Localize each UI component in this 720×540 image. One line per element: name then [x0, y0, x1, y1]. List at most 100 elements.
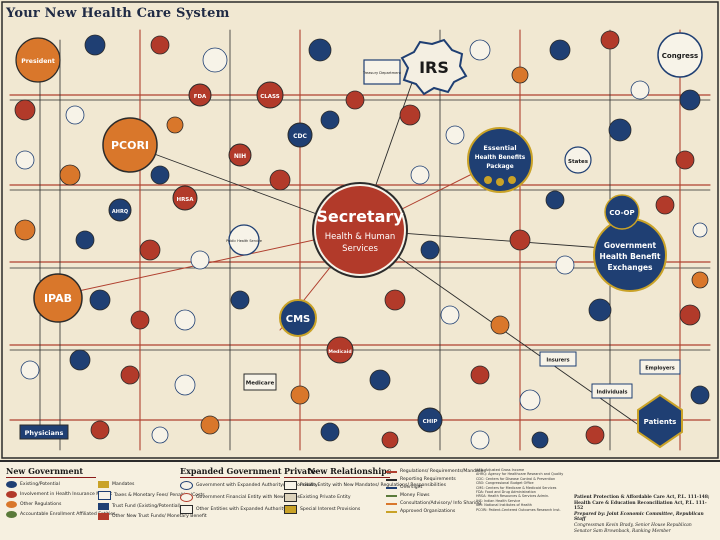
legend-swatch [180, 481, 193, 490]
minor-entity-node [190, 250, 210, 270]
legend-line-swatch [386, 486, 397, 489]
employers-label: Employers [645, 366, 674, 372]
minor-entity-node [174, 309, 196, 331]
minor-entity-node [585, 425, 605, 445]
medicare-label: Medicare [246, 381, 275, 387]
minor-entity-node [608, 118, 632, 142]
minor-entity-node [531, 431, 549, 449]
essential-line2: Health Benefits [475, 155, 526, 161]
ahrq-node[interactable]: AHRQ [108, 198, 132, 222]
legend-swatch [180, 505, 193, 514]
cms-label: CMS [286, 314, 311, 325]
legend-line-swatch [386, 478, 397, 481]
insurers-label: Insurers [546, 358, 569, 364]
legend-item: Reporting Requirements [400, 477, 456, 482]
hrsa-label: HRSA [176, 197, 194, 203]
minor-entity-node [166, 116, 184, 134]
essential-line3: Package [486, 164, 513, 170]
public-health-node[interactable]: Public Health Service [226, 224, 262, 256]
ahrq-label: AHRQ [112, 209, 128, 215]
secretary-hhs-node[interactable]: Secretary Health & Human Services [312, 182, 408, 278]
legend-item: Other Regulations [20, 502, 62, 507]
legend-abbreviations: ACA: Adjusted Gross Income AHRQ: Agency … [476, 468, 572, 512]
footnote-line1: Patient Protection & Affordable Care Act… [574, 495, 710, 500]
secretary-line3: Services [342, 244, 378, 254]
congress-node[interactable]: Congress [657, 32, 703, 78]
states-node[interactable]: States [564, 146, 592, 174]
medicare-node[interactable]: Medicare [243, 373, 277, 391]
legend-item: Consultation/Advisory/ Info Sharing [400, 501, 482, 506]
minor-entity-node [320, 422, 340, 442]
physicians-node[interactable]: Physicians [19, 424, 69, 440]
minor-entity-node [75, 230, 95, 250]
legend-item: Government Financial Entity with New Dut… [196, 495, 300, 500]
abbrev-item: HRSA: Health Resources & Services Admin. [476, 494, 550, 499]
essential-line1: Essential [483, 144, 516, 152]
nih-node[interactable]: NIH [228, 143, 252, 167]
legend-swatch [6, 511, 17, 518]
co-op-label: CO-OP [609, 209, 634, 217]
pcori-node[interactable]: PCORI [102, 117, 158, 173]
medicaid-label: Medicaid [328, 349, 351, 355]
minor-entity-node [120, 365, 140, 385]
minor-entity-node [420, 240, 440, 260]
chip-node[interactable]: CHIP [417, 407, 443, 433]
minor-entity-node [445, 125, 465, 145]
legend-line-swatch [386, 502, 397, 505]
irs-node[interactable]: IRS [400, 38, 468, 96]
legend-item: Taxes & Monetary Fees/ Penalties/Costs [114, 493, 205, 498]
legend-swatch [284, 493, 297, 502]
minor-entity-node [200, 415, 220, 435]
abbrev-item: IHS: Indian Health Service [476, 498, 521, 503]
exchanges-node[interactable]: Government Health Benefit Exchanges [593, 218, 667, 292]
legend-line-swatch [386, 470, 397, 473]
treasury-node[interactable]: Treasury Department [362, 59, 402, 85]
footnote-line4: Congressman Kevin Brady, Senior House Re… [574, 522, 692, 528]
minor-entity-node [690, 385, 710, 405]
hrsa-node[interactable]: HRSA [172, 185, 198, 211]
legend-item: Regulations/ Requirements/Mandates [400, 469, 486, 474]
minor-entity-node [69, 349, 91, 371]
medicaid-node[interactable]: Medicaid [326, 336, 354, 364]
legend-swatch [98, 491, 111, 500]
president-node[interactable]: President [15, 37, 61, 83]
ipab-node[interactable]: IPAB [33, 273, 83, 323]
minor-entity-node [381, 431, 399, 449]
minor-entity-node [519, 389, 541, 411]
relationship-lines [9, 29, 711, 451]
legend-item: Mandates [112, 482, 135, 487]
co-op-node[interactable]: CO-OP [604, 194, 640, 230]
patients-node[interactable]: Patients [637, 393, 683, 449]
secretary-line1: Secretary [316, 207, 404, 226]
minor-entity-node [130, 310, 150, 330]
minor-entity-node [14, 99, 36, 121]
minor-entity-node [470, 430, 490, 450]
insurers-node[interactable]: Insurers [539, 351, 577, 367]
minor-entity-node [549, 39, 571, 61]
employers-node[interactable]: Employers [639, 359, 681, 375]
minor-entity-node [440, 305, 460, 325]
legend-item: Existing Private Entity [300, 495, 351, 500]
minor-entity-node [679, 89, 701, 111]
minor-entity-node [59, 164, 81, 186]
individuals-node[interactable]: Individuals [591, 383, 633, 399]
treasury-label: Treasury Department [362, 71, 402, 75]
fda-node[interactable]: FDA [188, 83, 212, 107]
legend-item: Private Entity with New Mandates/ Regula… [300, 483, 446, 488]
abbrev-item: FDA: Food and Drug Administration [476, 490, 536, 495]
footnote-line5: Senator Sam Brownback, Ranking Member [574, 528, 671, 534]
class-node[interactable]: CLASS [256, 81, 284, 109]
cdc-label: CDC [293, 133, 307, 140]
abbrev-item: CBO: Congressional Budget Office [476, 481, 534, 486]
legend-swatch [6, 481, 17, 488]
minor-entity-node [202, 47, 228, 73]
minor-entity-node [269, 169, 291, 191]
minor-entity-node [470, 365, 490, 385]
essential-benefits-node[interactable]: Essential Health Benefits Package [467, 127, 533, 193]
minor-entity-node [14, 219, 36, 241]
cdc-node[interactable]: CDC [287, 122, 313, 148]
minor-entity-node [20, 360, 40, 380]
legend-item: Oversight [400, 485, 423, 490]
cms-node[interactable]: CMS [279, 299, 317, 337]
